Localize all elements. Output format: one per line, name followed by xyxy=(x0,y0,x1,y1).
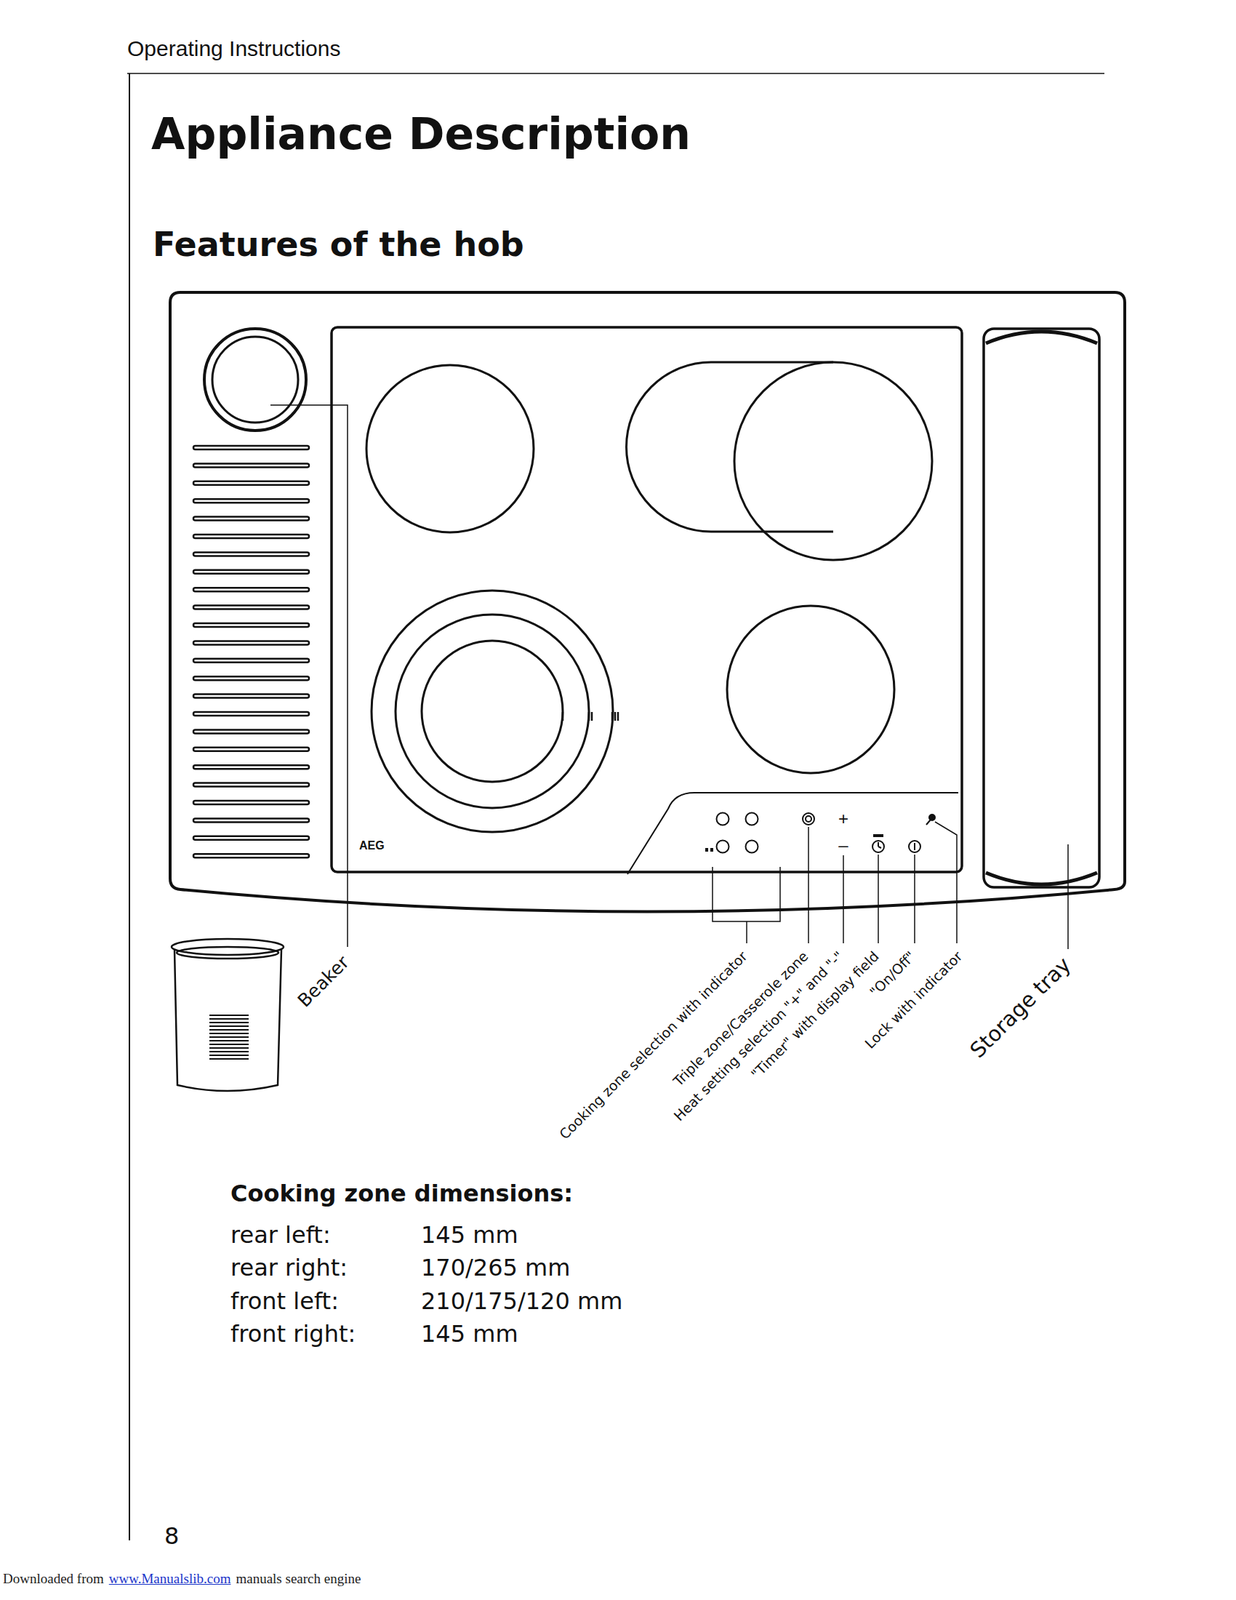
glass-top xyxy=(331,327,962,872)
grille-bar xyxy=(193,551,309,556)
margin-rule xyxy=(128,73,131,1540)
beaker-stripe xyxy=(209,1054,249,1056)
storage-tray-bottom xyxy=(985,872,1098,885)
part-label: Beaker xyxy=(293,951,354,1012)
table-heading: Cooking zone dimensions: xyxy=(230,1180,573,1207)
table-cell: rear right: xyxy=(230,1254,348,1282)
control-panel xyxy=(627,792,959,874)
beaker-stripe xyxy=(209,1036,249,1038)
storage-tray xyxy=(983,328,1100,888)
table-cell: 145 mm xyxy=(420,1320,519,1348)
hob-frame xyxy=(170,292,1125,912)
leader-lines xyxy=(270,404,1069,949)
grille-bar xyxy=(193,640,309,645)
beaker-stripe xyxy=(209,1039,249,1042)
table-cell: 210/175/120 mm xyxy=(420,1287,623,1315)
grille-bar xyxy=(193,676,309,680)
brand-mark: AEG xyxy=(359,839,385,853)
grille-bar xyxy=(193,481,309,485)
download-footer: Downloaded from www.Manualslib.commanuals… xyxy=(2,1570,366,1587)
beaker-holder-rim xyxy=(212,336,299,423)
control-buttons xyxy=(705,812,935,853)
grille-bar xyxy=(193,836,309,840)
vent-grille xyxy=(193,445,309,858)
beaker-stripe xyxy=(209,1043,249,1045)
grille-bar xyxy=(193,658,309,663)
beaker-stripe xyxy=(209,1014,249,1016)
running-header: Operating Instructions xyxy=(127,36,341,62)
grille-bar xyxy=(193,711,309,716)
beaker-stripe xyxy=(209,1046,249,1049)
page-number: 8 xyxy=(164,1522,179,1550)
grille-bar xyxy=(193,817,309,822)
triple-zone-middle xyxy=(395,614,589,808)
beaker-stripe xyxy=(209,1057,249,1060)
grille-bar xyxy=(193,463,309,467)
grille-bar xyxy=(193,747,309,752)
grille-bar xyxy=(193,534,309,539)
grille-bar xyxy=(193,694,309,698)
grille-bar xyxy=(193,445,309,450)
part-label: Heat setting selection "+" and "-" xyxy=(671,948,848,1125)
grille-bar xyxy=(193,800,309,805)
beaker-stripe xyxy=(209,1032,249,1034)
front-right-zone xyxy=(727,605,895,773)
grille-bar xyxy=(193,783,309,787)
beaker-stripe xyxy=(209,1028,249,1031)
table-cell: rear left: xyxy=(230,1221,331,1249)
beaker-stripe xyxy=(209,1025,249,1027)
beaker-stripe xyxy=(209,1017,249,1020)
header-rule xyxy=(127,72,1105,75)
grille-bar xyxy=(193,623,309,627)
beaker-stripe xyxy=(209,1050,249,1053)
footer-text: manuals search engine xyxy=(235,1570,361,1586)
grille-bar xyxy=(193,587,309,592)
footer-text: Downloaded from xyxy=(2,1570,104,1586)
part-label: Storage tray xyxy=(965,951,1077,1063)
rear-right-zone-outer xyxy=(626,362,834,532)
table-cell: front right: xyxy=(230,1320,356,1348)
grille-bar xyxy=(193,570,309,574)
triple-zone-marks xyxy=(562,711,618,721)
minus-key: – xyxy=(838,834,848,856)
grille-bar xyxy=(193,498,309,503)
rear-right-zone xyxy=(734,362,933,560)
triple-zone-inner xyxy=(421,640,563,782)
grille-bar xyxy=(193,605,309,610)
beaker-cup xyxy=(171,938,284,1091)
grille-bar xyxy=(193,516,309,521)
rear-left-zone xyxy=(366,364,534,533)
grille-bar xyxy=(193,853,309,858)
footer-link: www.Manualslib.com xyxy=(109,1570,232,1586)
grille-bar xyxy=(193,764,309,769)
grille-bar xyxy=(193,729,309,733)
beaker-holder xyxy=(204,328,307,431)
table-cell: front left: xyxy=(230,1287,339,1315)
plus-key: + xyxy=(838,808,849,829)
beaker-stripe xyxy=(209,1021,249,1023)
storage-tray-top xyxy=(985,331,1098,344)
table-cell: 170/265 mm xyxy=(420,1254,571,1282)
page-title: Appliance Description xyxy=(151,109,691,160)
section-heading: Features of the hob xyxy=(152,225,525,264)
triple-zone-outer xyxy=(371,590,613,832)
table-cell: 145 mm xyxy=(420,1221,519,1249)
